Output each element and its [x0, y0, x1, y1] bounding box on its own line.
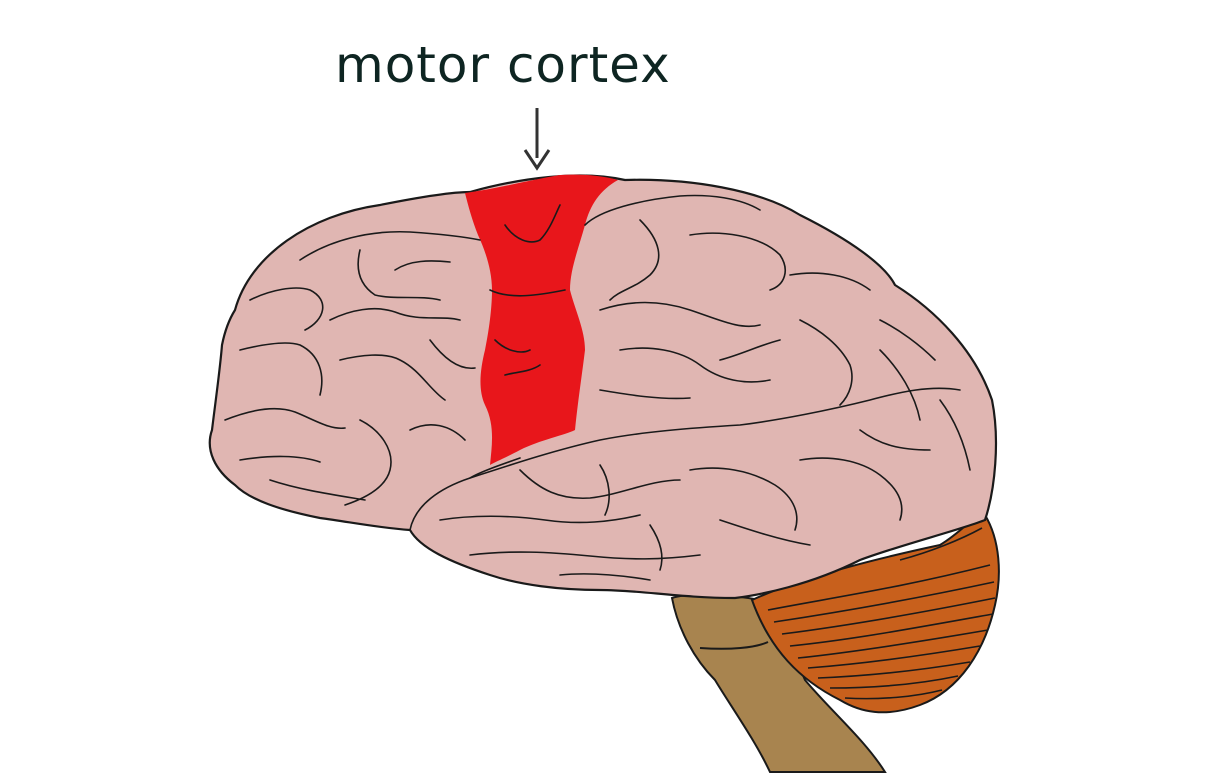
motor-cortex-region[interactable] [465, 174, 618, 465]
pointer-arrow [523, 108, 551, 171]
brainstem-line [699, 641, 769, 650]
cerebellum-folia [767, 527, 996, 700]
motor-cortex-label: motor cortex [335, 36, 671, 94]
cerebrum [208, 174, 998, 600]
cerebellum [750, 513, 1000, 714]
cerebrum-sulci [224, 194, 971, 581]
